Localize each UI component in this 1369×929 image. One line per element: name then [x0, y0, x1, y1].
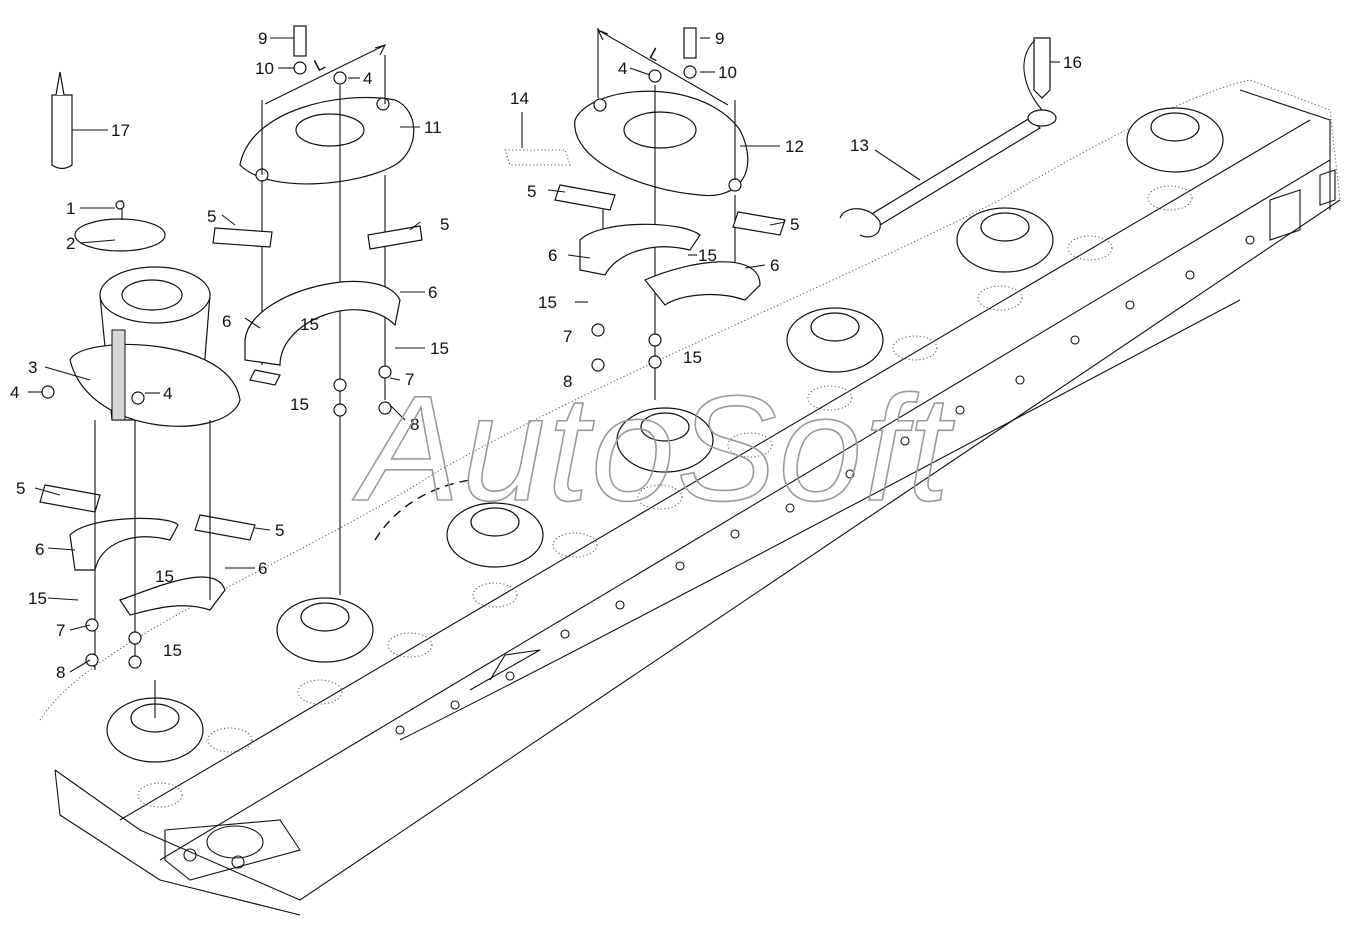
- callout-5e: 5: [527, 182, 536, 201]
- disc-hub-7: [1126, 107, 1224, 211]
- callout-6d: 6: [428, 283, 437, 302]
- callout-5a: 5: [16, 479, 25, 498]
- callout-12: 12: [785, 137, 804, 156]
- callout-15f: 15: [290, 395, 309, 414]
- callout-8b: 8: [410, 415, 419, 434]
- callout-7c: 7: [563, 327, 572, 346]
- middle-left-knife-holders: [212, 225, 423, 386]
- disc-hub-4: [616, 407, 773, 510]
- callout-15e: 15: [430, 339, 449, 358]
- callout-5d: 5: [440, 215, 449, 234]
- callout-labels: 1 2 3 4 4 4 4 5 5 5 5 5 5 6 6 6 6 6 6 7 …: [10, 29, 1082, 682]
- callout-2: 2: [66, 234, 75, 253]
- callout-5b: 5: [275, 521, 284, 540]
- disc-hub-6: [956, 207, 1113, 311]
- disc-hub-3: [446, 502, 598, 608]
- callout-15c: 15: [163, 641, 182, 660]
- callout-7a: 7: [56, 621, 65, 640]
- callout-3: 3: [28, 358, 37, 377]
- callout-10b: 10: [718, 63, 737, 82]
- drum-assembly-part-3: [69, 200, 241, 427]
- callout-13: 13: [850, 136, 869, 155]
- dimension-label-left: L: [311, 54, 328, 75]
- left-knife-holders: [39, 420, 256, 718]
- callout-5c: 5: [207, 207, 216, 226]
- callout-1: 1: [66, 199, 75, 218]
- disc-hub-1: [106, 697, 253, 808]
- callout-15g: 15: [698, 246, 717, 265]
- disc-hub-2: [276, 597, 433, 705]
- knife-part-14: [504, 112, 571, 166]
- callout-15h: 15: [538, 293, 557, 312]
- callout-6a: 6: [35, 540, 44, 559]
- fastener-hardware: [41, 25, 697, 669]
- bar-bolt-row: [395, 235, 1255, 735]
- callout-8a: 8: [56, 663, 65, 682]
- callout-15a: 15: [155, 567, 174, 586]
- watermark-text: AutoSoft: [352, 364, 955, 532]
- callout-15d: 15: [300, 315, 319, 334]
- callout-14: 14: [510, 89, 529, 108]
- spanner-tool-part-13: [839, 109, 1057, 238]
- callout-5f: 5: [790, 215, 799, 234]
- callout-15b: 15: [28, 589, 47, 608]
- callout-6e: 6: [548, 246, 557, 265]
- callout-16: 16: [1063, 53, 1082, 72]
- disc-cap-part-12: [574, 28, 749, 400]
- callout-9b: 9: [715, 29, 724, 48]
- middle-right-knife-holders: [554, 184, 786, 306]
- callout-4b: 4: [163, 384, 172, 403]
- disc-cap-part-11: [239, 44, 415, 595]
- disc-hub-5: [786, 307, 938, 411]
- callout-11: 11: [424, 118, 442, 137]
- callout-15i: 15: [683, 348, 702, 367]
- callout-4c: 4: [363, 69, 372, 88]
- callout-6f: 6: [770, 256, 779, 275]
- grease-tube-part-17: [51, 71, 108, 170]
- callout-leaders: [28, 37, 1060, 673]
- callout-4a: 4: [10, 383, 19, 402]
- key-tool-part-16: [1023, 37, 1051, 111]
- callout-7b: 7: [405, 370, 414, 389]
- callout-6b: 6: [258, 559, 267, 578]
- callout-4d: 4: [618, 59, 627, 78]
- callout-8c: 8: [563, 372, 572, 391]
- callout-6c: 6: [222, 312, 231, 331]
- dimension-label-right: L: [646, 44, 663, 65]
- callout-9a: 9: [258, 29, 267, 48]
- callout-17: 17: [111, 121, 130, 140]
- callout-10a: 10: [255, 59, 274, 78]
